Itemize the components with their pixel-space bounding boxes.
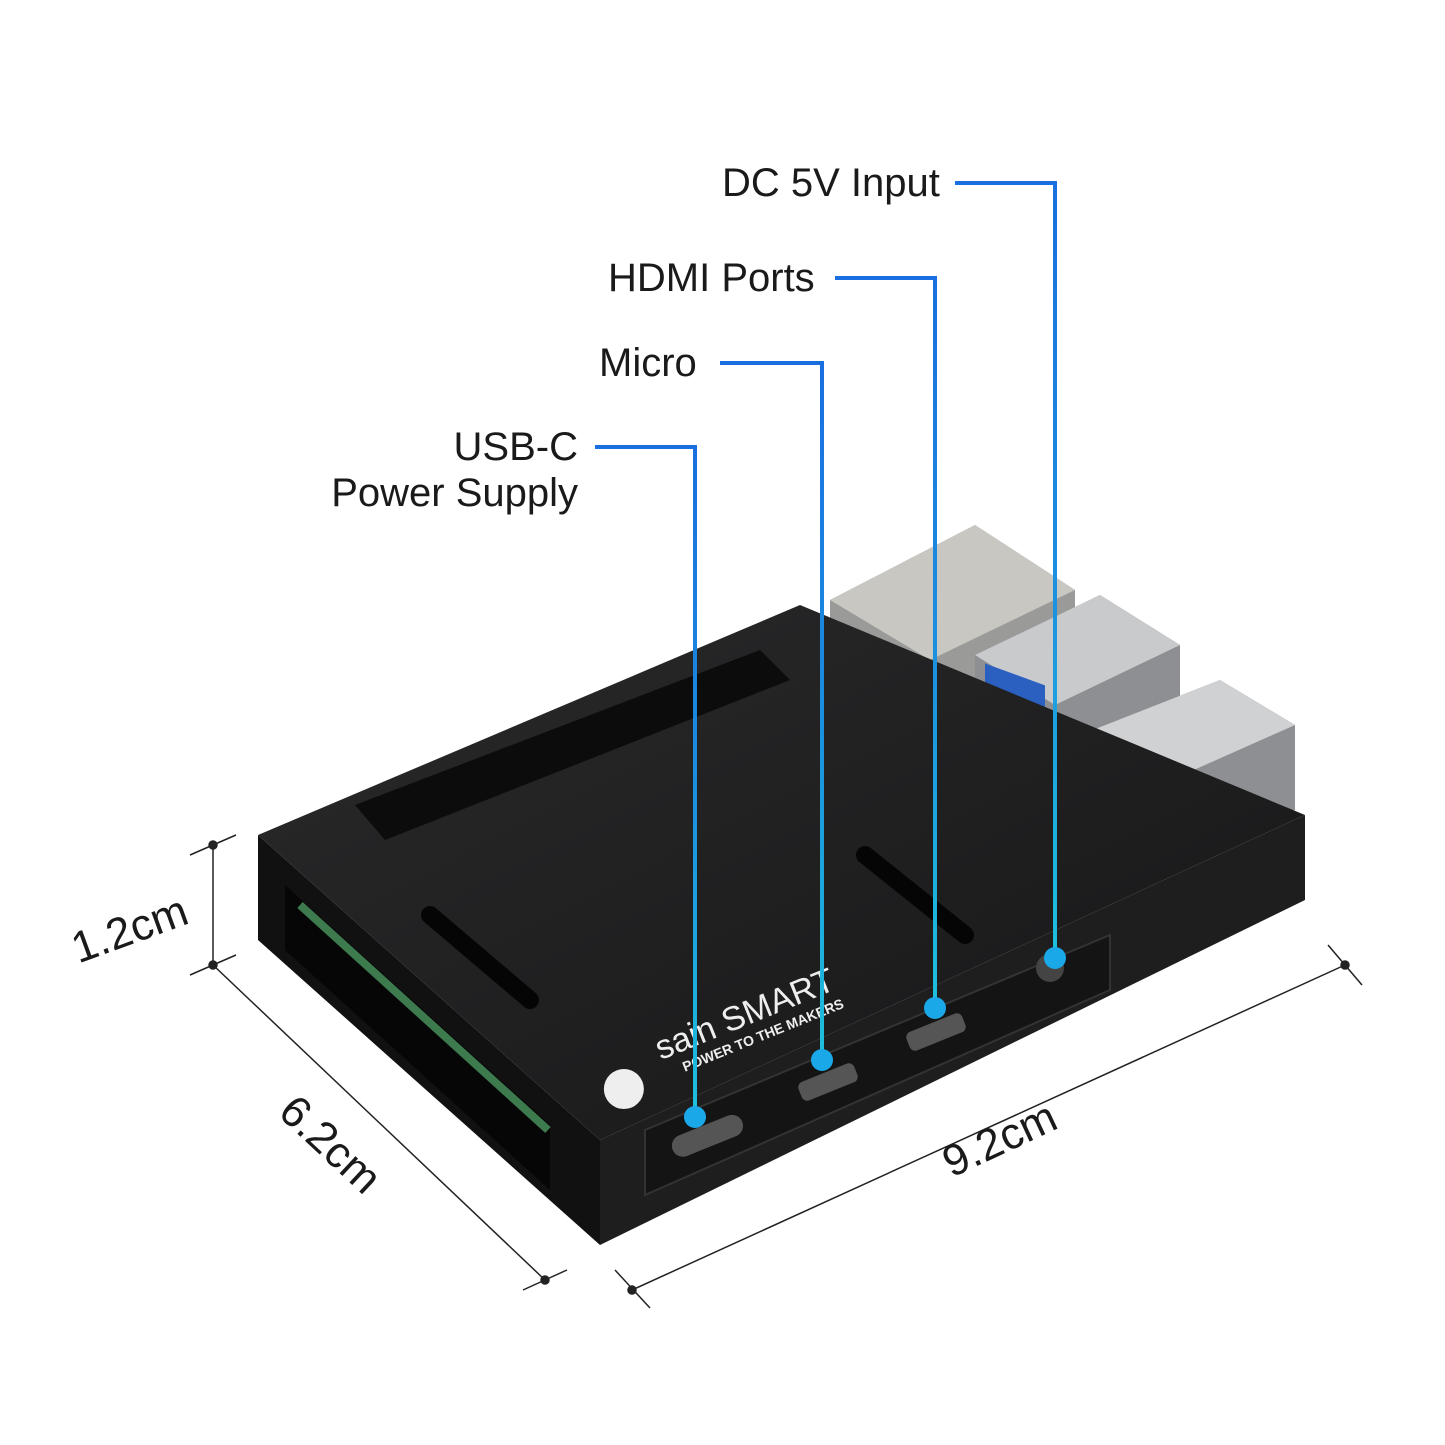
gpio-header	[355, 650, 790, 840]
case-top	[258, 605, 1305, 1140]
dim-line-width	[212, 964, 546, 1281]
callout-usbc: USB-C Power Supply	[322, 424, 578, 516]
micro-hdmi-port-2	[906, 1013, 966, 1051]
callout-line-dc	[955, 181, 1057, 958]
callout-usbc-line1: USB-C	[453, 425, 578, 469]
vent-slot	[421, 906, 539, 1009]
vent-slot	[856, 846, 974, 944]
callout-hdmi-ports: HDMI Ports	[608, 256, 815, 300]
callout-micro: Micro	[599, 341, 697, 385]
sd-card-slot	[285, 885, 550, 1190]
dim-line-length	[631, 964, 1346, 1291]
callout-dc-input: DC 5V Input	[722, 161, 940, 205]
port-panel	[644, 933, 1111, 1197]
callout-dot-micro	[811, 1049, 833, 1071]
micro-hdmi-port-1	[798, 1063, 858, 1101]
callout-dot-hdmi	[924, 997, 946, 1019]
callout-usbc-line2: Power Supply	[331, 471, 578, 515]
callout-line-micro	[720, 361, 824, 1060]
callout-line-hdmi	[835, 276, 937, 1008]
callout-dot-usbc	[684, 1106, 706, 1128]
usb-c-port	[671, 1114, 744, 1157]
callout-line-usbc	[595, 445, 697, 1117]
callout-dot-dc	[1044, 947, 1066, 969]
